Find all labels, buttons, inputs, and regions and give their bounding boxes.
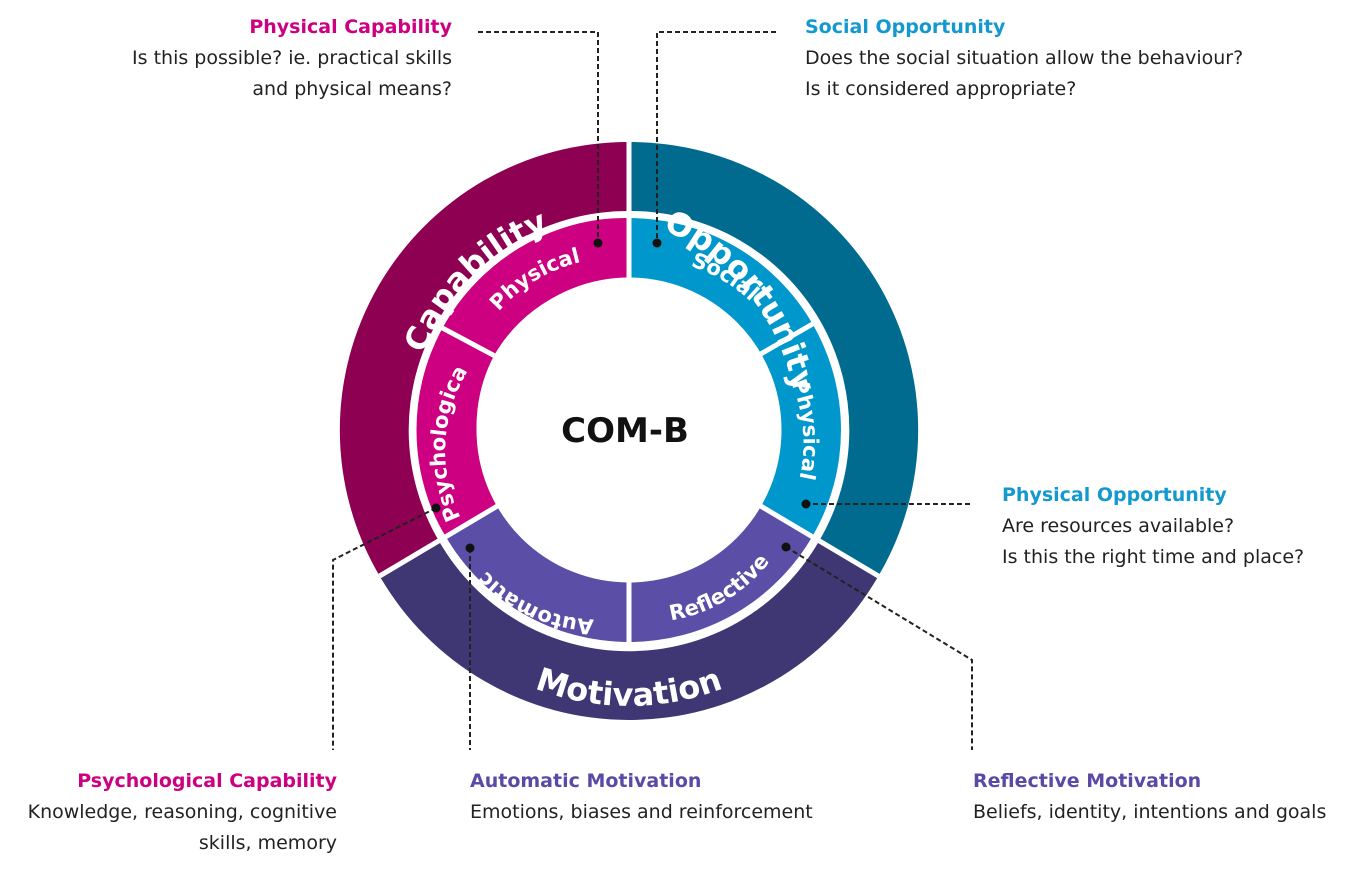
segment-separators [378, 142, 880, 648]
automatic-motivation-segment [445, 505, 629, 642]
social-opportunity-annotation: Social Opportunity Does the social situa… [805, 12, 1350, 105]
physical-capability-line-2: and physical means? [252, 78, 452, 100]
physical-opportunity-line-2: Is this the right time and place? [1002, 546, 1305, 568]
psychological-capability-line-2: skills, memory [198, 832, 337, 854]
psychological-capability-title: Psychological Capability [77, 770, 337, 792]
automatic-motivation-annotation: Automatic Motivation Emotions, biases an… [470, 766, 870, 828]
physical-capability-line-1: Is this possible? ie. practical skills [132, 47, 452, 69]
physical-opportunity-title: Physical Opportunity [1002, 484, 1227, 506]
psychological-capability-segment [414, 326, 500, 536]
reflective-motivation-segment [629, 505, 813, 642]
motivation-outer-segment [379, 541, 879, 721]
physical-capability-leader [478, 31, 599, 243]
psychological-capability-annotation: Psychological Capability Knowledge, reas… [6, 766, 337, 859]
social-opportunity-title: Social Opportunity [805, 16, 1006, 38]
social-opportunity-leader [656, 31, 776, 243]
physical-capability-title: Physical Capability [249, 16, 452, 38]
physical-opportunity-line-1: Are resources available? [1002, 515, 1235, 537]
automatic-motivation-line-1: Emotions, biases and reinforcement [470, 801, 813, 823]
physical-opportunity-annotation: Physical Opportunity Are resources avail… [1002, 480, 1352, 573]
social-opportunity-line-1: Does the social situation allow the beha… [805, 47, 1244, 69]
physical-capability-segment [439, 217, 629, 356]
center-circle [481, 282, 777, 578]
reflective-motivation-title: Reflective Motivation [973, 770, 1202, 792]
reflective-motivation-leader [785, 546, 973, 750]
social-opportunity-segment [629, 218, 813, 355]
automatic-motivation-title: Automatic Motivation [470, 770, 702, 792]
reflective-motivation-line-1: Beliefs, identity, intentions and goals [973, 801, 1327, 823]
physical-capability-annotation: Physical Capability Is this possible? ie… [30, 12, 452, 105]
reflective-motivation-marker [781, 542, 791, 552]
capability-outer-segment [339, 141, 629, 576]
social-opportunity-marker [652, 238, 662, 248]
reflective-motivation-annotation: Reflective Motivation Beliefs, identity,… [973, 766, 1358, 828]
psychological-capability-marker [431, 503, 441, 513]
social-opportunity-line-2: Is it considered appropriate? [805, 78, 1077, 100]
physical-opportunity-segment [758, 324, 842, 536]
opportunity-outer-segment [629, 141, 919, 576]
psychological-capability-line-1: Knowledge, reasoning, cognitive [27, 801, 337, 823]
physical-opportunity-marker [801, 499, 811, 509]
automatic-motivation-marker [465, 543, 475, 553]
center-title: COM-B [561, 411, 689, 451]
psychological-capability-leader [332, 507, 437, 750]
physical-capability-marker [593, 238, 603, 248]
